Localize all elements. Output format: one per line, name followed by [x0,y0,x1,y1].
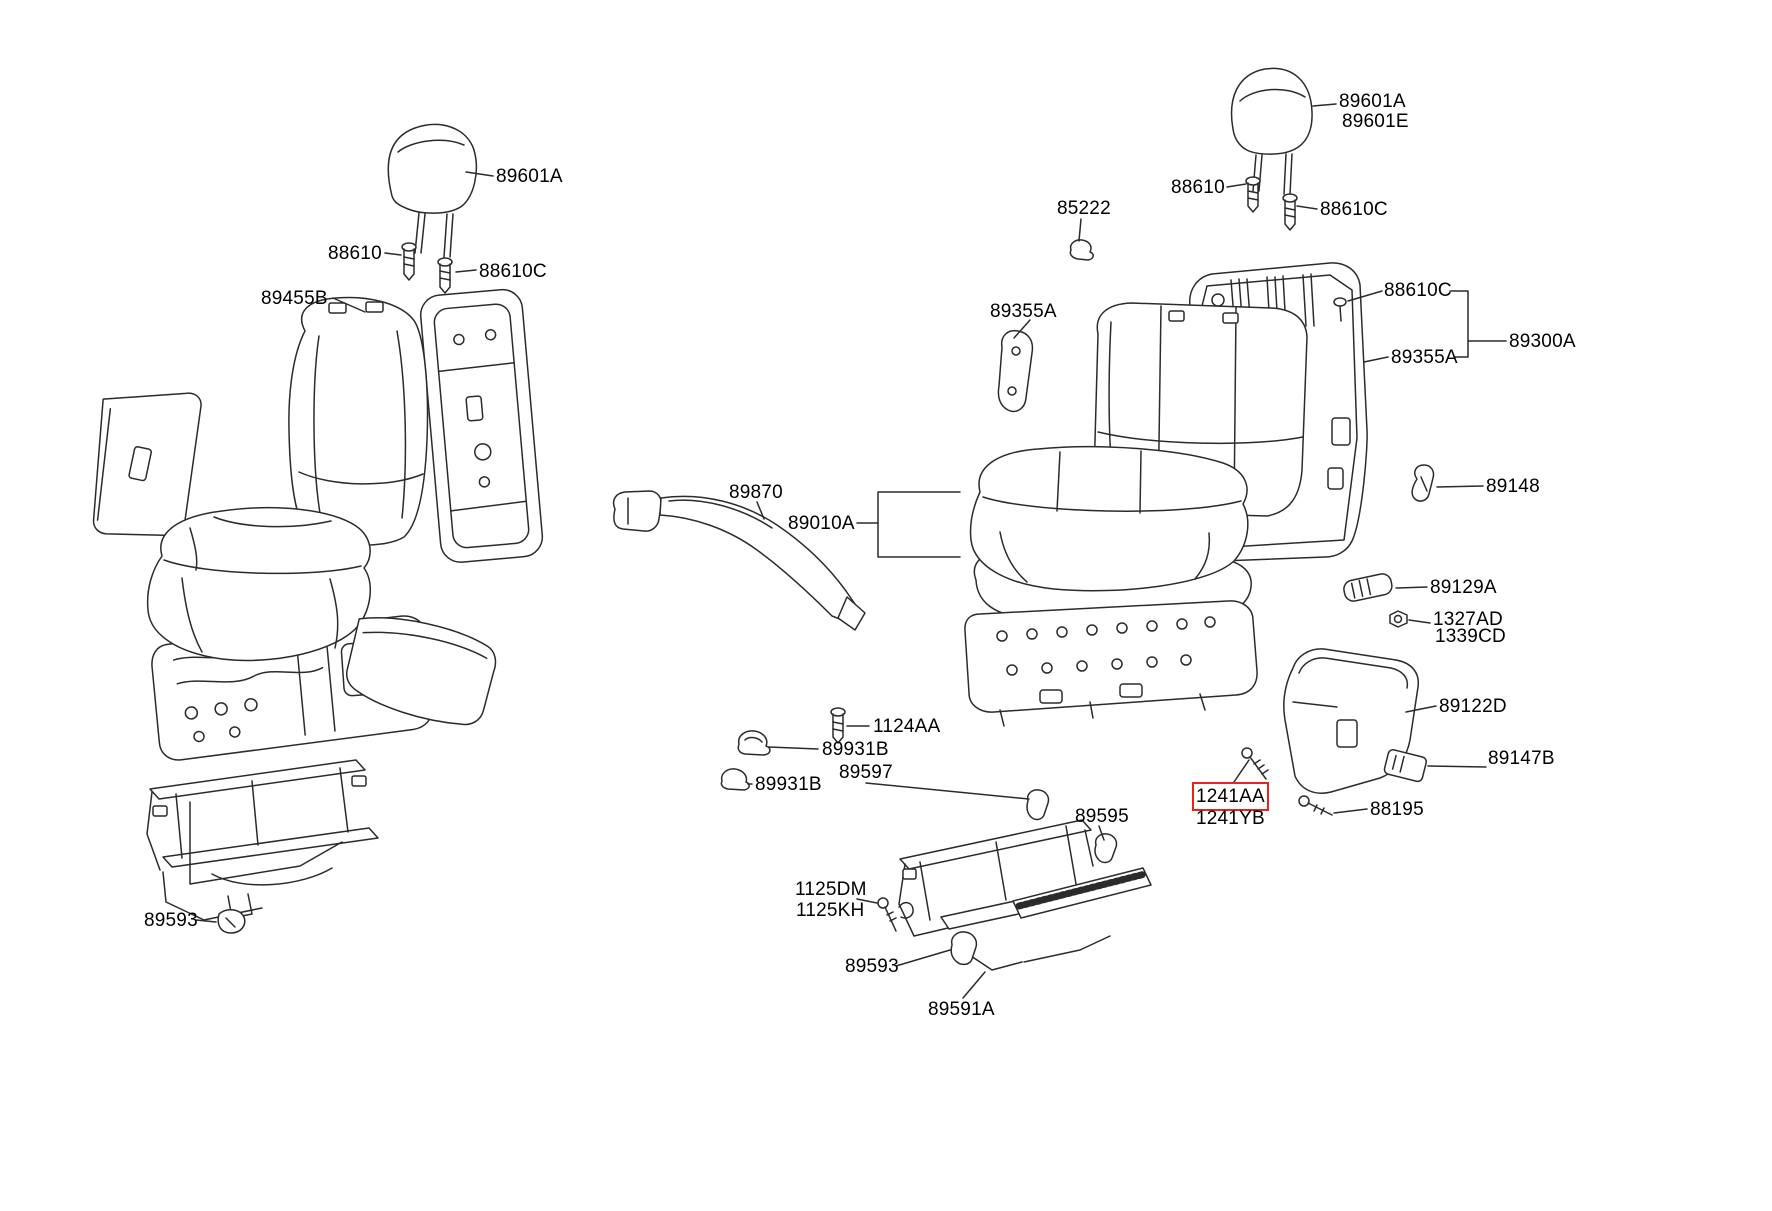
front-bolt-88610c-illustration [437,257,453,294]
part-label-89355a-left[interactable]: 89355A [990,301,1057,322]
front-seat-assembly [92,123,544,934]
part-label-88610-rear[interactable]: 88610 [1171,177,1225,198]
part-label-85222[interactable]: 85222 [1057,198,1111,219]
nut-1327ad-illustration [1389,610,1408,628]
part-label-89010a[interactable]: 89010A [788,513,855,534]
part-label-89595[interactable]: 89595 [1075,806,1129,827]
rear-bolt-88610c-illustration [1282,193,1298,231]
part-label-89601e-rear[interactable]: 89601E [1342,111,1409,132]
part-label-1125dm[interactable]: 1125DM [795,879,867,900]
part-label-89601a-rear[interactable]: 89601A [1339,91,1406,112]
part-label-88610c-rear[interactable]: 88610C [1320,199,1388,220]
front-bolt-88610-illustration [401,242,417,281]
rear-headrest-illustration [1230,67,1313,195]
rear-bracket-89148-illustration [1411,464,1435,502]
front-seatback-frame-illustration [419,288,544,563]
part-89129a-illustration [1343,573,1393,602]
part-label-88195[interactable]: 88195 [1370,799,1424,820]
rear-clip-85222-illustration [1069,239,1094,261]
part-label-89300a[interactable]: 89300A [1509,331,1576,352]
part-label-89601a-front[interactable]: 89601A [496,166,563,187]
part-label-89931b-lower[interactable]: 89931B [755,774,822,795]
screw-88195-illustration [1298,795,1333,816]
part-label-89931b-upper[interactable]: 89931B [822,739,889,760]
rear-slide-rail-illustration [898,819,1152,971]
leader-lines [195,103,1507,999]
bolt-1124aa-illustration [830,707,846,744]
bolt-1125dm-illustration [877,897,914,932]
seat-belt-illustration [612,490,866,631]
clip-89597-illustration [1026,789,1050,821]
part-label-89122d[interactable]: 89122D [1439,696,1507,717]
rear-bolt-88610-illustration [1245,176,1261,213]
part-label-89129a[interactable]: 89129A [1430,577,1497,598]
part-label-89355a-right[interactable]: 89355A [1391,347,1458,368]
part-label-88610-front[interactable]: 88610 [328,243,382,264]
part-label-89593-front[interactable]: 89593 [144,910,198,931]
rear-clip-89593-illustration [950,931,978,966]
screw-1241aa-illustration [1241,747,1269,780]
front-headrest-illustration [387,123,478,258]
part-label-1125kh[interactable]: 1125KH [796,900,865,921]
part-label-88610c-front[interactable]: 88610C [479,261,547,282]
front-seatback-illustration [288,296,429,546]
part-label-89870[interactable]: 89870 [729,482,783,503]
part-label-89597[interactable]: 89597 [839,762,893,783]
rear-side-panel-left-illustration [997,329,1034,413]
part-label-1339cd[interactable]: 1339CD [1435,626,1506,647]
front-side-shield-illustration [345,617,497,726]
part-label-88610c-right[interactable]: 88610C [1384,280,1452,301]
part-label-89148[interactable]: 89148 [1486,476,1540,497]
part-label-89593-rear[interactable]: 89593 [845,956,899,977]
rear-seat-assembly [612,67,1435,971]
front-clip-89593-illustration [217,909,246,934]
part-label-89147b[interactable]: 89147B [1488,748,1555,769]
front-seat-cushion-illustration [146,506,371,662]
rear-seat-cushion-illustration [969,445,1249,592]
part-label-89455b[interactable]: 89455B [261,288,328,309]
part-label-1241yb[interactable]: 1241YB [1196,808,1265,829]
part-label-1327ad[interactable]: 1327AD [1433,609,1503,630]
part-label-89591a[interactable]: 89591A [928,999,995,1020]
rear-seat-frame-illustration [964,600,1258,727]
part-label-1124aa[interactable]: 1124AA [873,716,941,737]
clip-89931b-lower-illustration [720,768,750,791]
bracket-89147b-illustration [1383,749,1427,783]
clip-89931b-upper-illustration [737,730,771,756]
part-label-1241aa-highlighted[interactable]: 1241AA [1192,782,1269,811]
